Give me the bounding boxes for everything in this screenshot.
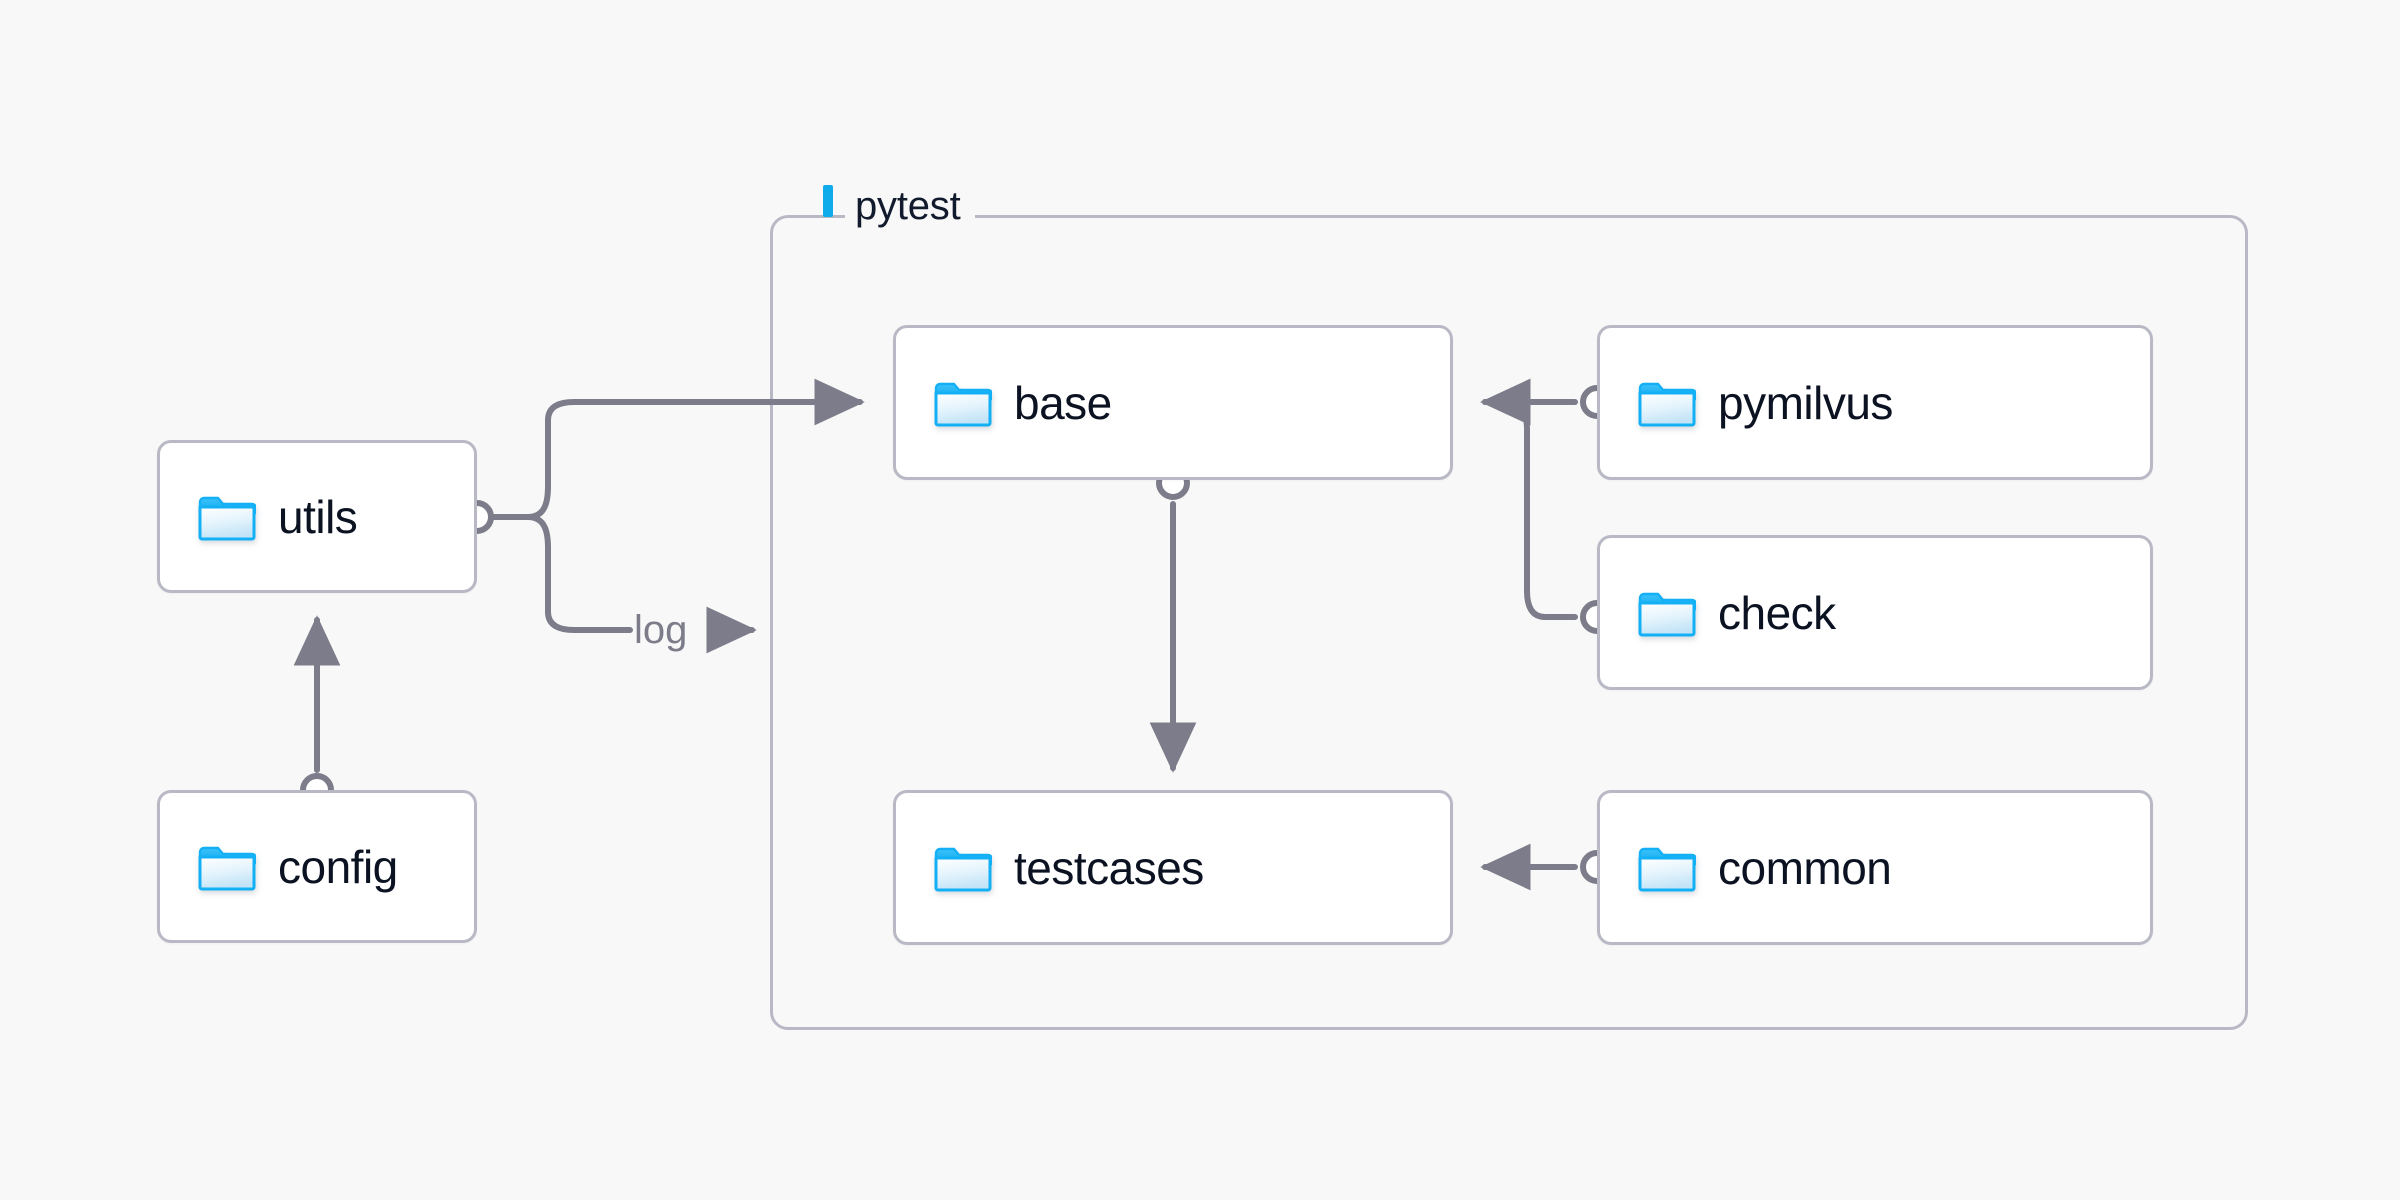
node-base[interactable]: base [893, 325, 1453, 480]
node-common[interactable]: common [1597, 790, 2153, 945]
node-label-check: check [1718, 586, 1836, 639]
folder-icon [198, 843, 256, 891]
node-label-testcases: testcases [1014, 841, 1204, 894]
folder-icon [934, 379, 992, 427]
folder-icon [1638, 379, 1696, 427]
group-container-pytest[interactable] [770, 215, 2248, 1030]
node-label-base: base [1014, 376, 1112, 429]
edge-utils-to-log [525, 514, 633, 633]
node-check[interactable]: check [1597, 535, 2153, 690]
node-utils[interactable]: utils [157, 440, 477, 593]
node-label-common: common [1718, 841, 1892, 894]
group-accent-bar [823, 185, 833, 217]
node-config[interactable]: config [157, 790, 477, 943]
node-label-pymilvus: pymilvus [1718, 376, 1893, 429]
folder-icon [1638, 844, 1696, 892]
folder-icon [198, 493, 256, 541]
edge-label-log: log [634, 608, 688, 652]
node-label-utils: utils [278, 490, 358, 543]
node-label-config: config [278, 840, 398, 893]
folder-icon [934, 844, 992, 892]
node-testcases[interactable]: testcases [893, 790, 1453, 945]
group-label-pytest: pytest [845, 186, 975, 226]
folder-icon [1638, 589, 1696, 637]
node-pymilvus[interactable]: pymilvus [1597, 325, 2153, 480]
